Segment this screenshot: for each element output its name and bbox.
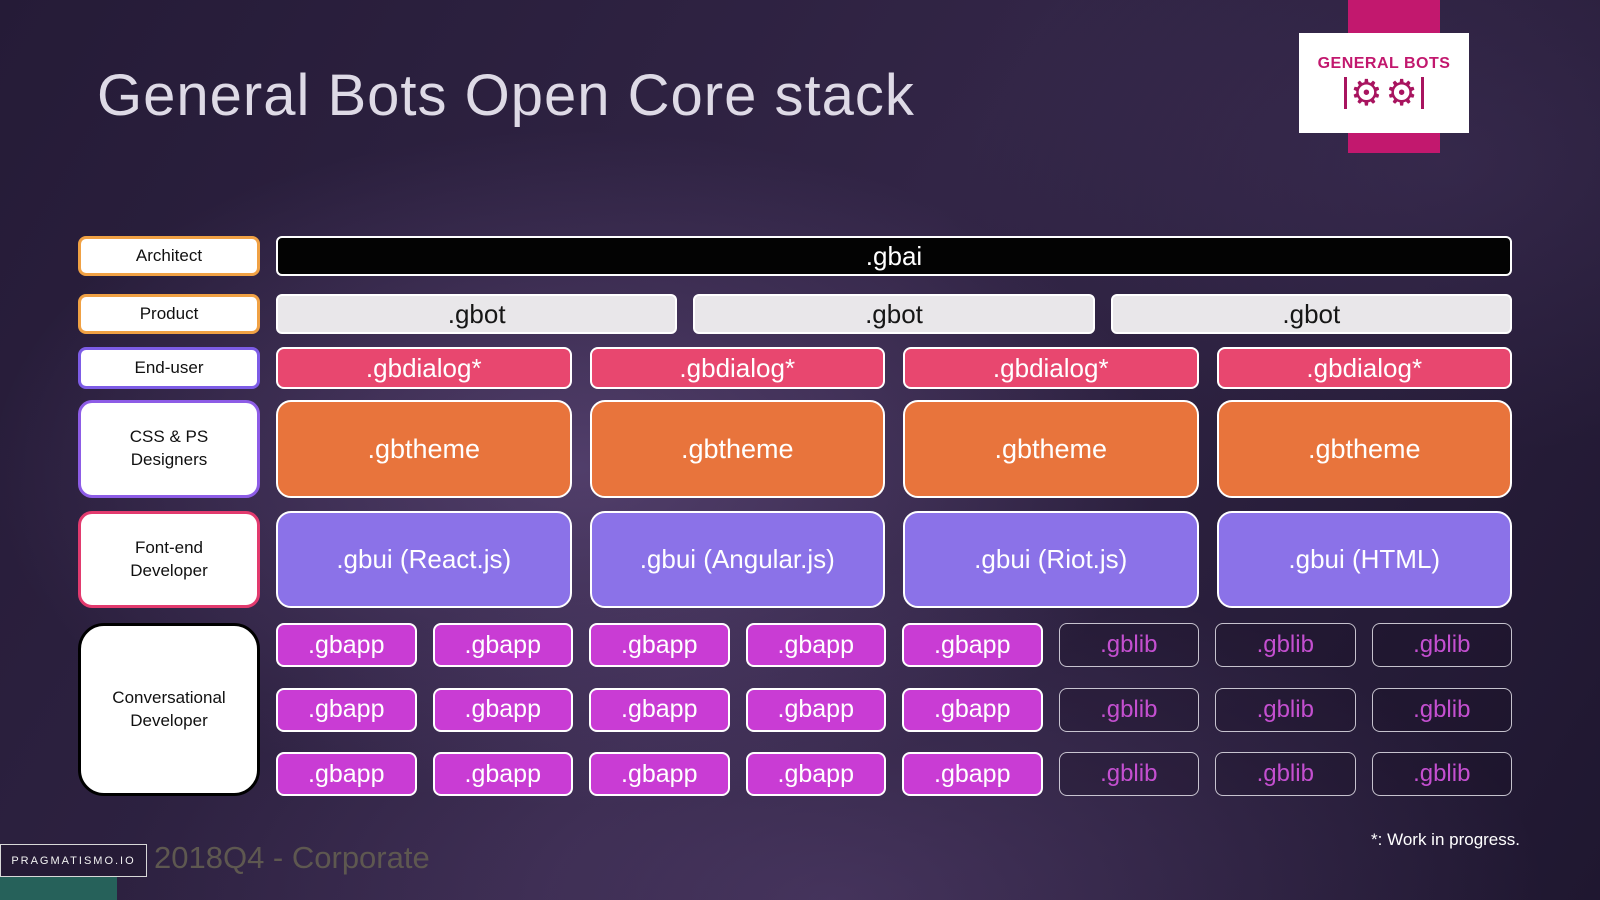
conversational-cells: .gbapp .gbapp .gbapp .gbapp .gbapp .gbli… — [276, 623, 1512, 796]
gbui-box: .gbui (React.js) — [276, 511, 572, 608]
label-conversational: Conversational Developer — [78, 623, 260, 796]
row-conversational: Conversational Developer .gbapp .gbapp .… — [78, 623, 1512, 796]
gbtheme-box: .gbtheme — [276, 400, 572, 498]
gbui-box: .gbui (HTML) — [1216, 511, 1512, 608]
row-architect: Architect .gbai — [78, 236, 1512, 276]
gbtheme-box: .gbtheme — [1216, 400, 1512, 498]
gblib-box: .gblib — [1371, 687, 1512, 732]
gear-frame-bar — [1420, 77, 1424, 109]
gbapp-box: .gbapp — [745, 623, 886, 667]
app-row-2: .gbapp .gbapp .gbapp .gbapp .gbapp .gbli… — [276, 687, 1512, 732]
gblib-box: .gblib — [1215, 752, 1356, 796]
gblib-box: .gblib — [1058, 687, 1199, 732]
gbapp-box: .gbapp — [902, 623, 1043, 667]
gbapp-box: .gbapp — [902, 687, 1043, 732]
gear-glyph: ⚙ — [1385, 72, 1418, 113]
row-end-user: End-user .gbdialog* .gbdialog* .gbdialog… — [78, 347, 1512, 389]
gears-icon: ⚙⚙ — [1344, 75, 1424, 111]
gbdialog-box: .gbdialog* — [276, 347, 572, 389]
gblib-box: .gblib — [1371, 752, 1512, 796]
gbapp-box: .gbapp — [276, 687, 417, 732]
gblib-box: .gblib — [1215, 687, 1356, 732]
gbapp-box: .gbapp — [589, 752, 730, 796]
gblib-box: .gblib — [1215, 623, 1356, 667]
row-product: Product .gbot .gbot .gbot — [78, 294, 1512, 334]
row-frontend: Font-end Developer .gbui (React.js) .gbu… — [78, 511, 1512, 608]
gbapp-box: .gbapp — [589, 623, 730, 667]
gbdialog-box: .gbdialog* — [1216, 347, 1512, 389]
gbapp-box: .gbapp — [276, 623, 417, 667]
gblib-box: .gblib — [1371, 623, 1512, 667]
teal-corner-decoration — [0, 877, 117, 900]
gbdialog-box: .gbdialog* — [903, 347, 1199, 389]
gbapp-box: .gbapp — [745, 752, 886, 796]
row-designers: CSS & PS Designers .gbtheme .gbtheme .gb… — [78, 400, 1512, 498]
gbtheme-box: .gbtheme — [589, 400, 885, 498]
gbapp-box: .gbapp — [589, 687, 730, 732]
gear-frame-bar — [1344, 77, 1348, 109]
work-in-progress-note: *: Work in progress. — [1371, 830, 1520, 849]
stack-diagram: Architect .gbai Product .gbot .gbot .gbo… — [78, 236, 1512, 796]
gbapp-box: .gbapp — [432, 623, 573, 667]
end-user-cells: .gbdialog* .gbdialog* .gbdialog* .gbdial… — [276, 347, 1512, 389]
footer-caption: 2018Q4 - Corporate — [154, 840, 430, 875]
label-end-user: End-user — [78, 347, 260, 389]
gbapp-box: .gbapp — [745, 687, 886, 732]
gbdialog-box: .gbdialog* — [589, 347, 885, 389]
label-designers: CSS & PS Designers — [78, 400, 260, 498]
gbui-box: .gbui (Riot.js) — [903, 511, 1199, 608]
gbui-box: .gbui (Angular.js) — [589, 511, 885, 608]
label-architect: Architect — [78, 236, 260, 276]
pragmatismo-logo: PRAGMATISMO.IO — [0, 844, 147, 877]
general-bots-logo: GENERAL BOTS ⚙⚙ — [1299, 33, 1469, 133]
gbapp-box: .gbapp — [432, 752, 573, 796]
gbot-box: .gbot — [693, 294, 1095, 334]
gbapp-box: .gbapp — [432, 687, 573, 732]
gbai-box: .gbai — [276, 236, 1512, 276]
app-row-3: .gbapp .gbapp .gbapp .gbapp .gbapp .gbli… — [276, 752, 1512, 796]
gear-glyph: ⚙ — [1350, 72, 1383, 113]
designers-cells: .gbtheme .gbtheme .gbtheme .gbtheme — [276, 400, 1512, 498]
logo-brand-text: GENERAL BOTS — [1317, 55, 1451, 72]
label-frontend: Font-end Developer — [78, 511, 260, 608]
label-product: Product — [78, 294, 260, 334]
gbot-box: .gbot — [1110, 294, 1512, 334]
gblib-box: .gblib — [1058, 752, 1199, 796]
gbapp-box: .gbapp — [902, 752, 1043, 796]
architect-cells: .gbai — [276, 236, 1512, 276]
frontend-cells: .gbui (React.js) .gbui (Angular.js) .gbu… — [276, 511, 1512, 608]
gbtheme-box: .gbtheme — [903, 400, 1199, 498]
gbot-box: .gbot — [276, 294, 678, 334]
app-row-1: .gbapp .gbapp .gbapp .gbapp .gbapp .gbli… — [276, 623, 1512, 667]
gblib-box: .gblib — [1058, 623, 1199, 667]
product-cells: .gbot .gbot .gbot — [276, 294, 1512, 334]
gbapp-box: .gbapp — [276, 752, 417, 796]
page-title: General Bots Open Core stack — [97, 63, 915, 128]
